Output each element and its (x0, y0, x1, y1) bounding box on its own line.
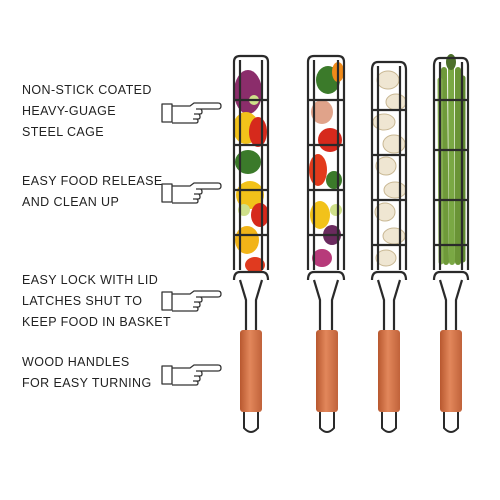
feature-nonstick: NON-STICK COATED HEAVY-GUAGE STEEL CAGE (22, 80, 152, 143)
feature-wood-handles: WOOD HANDLES FOR EASY TURNING (22, 352, 152, 394)
feature-line: FOR EASY TURNING (22, 376, 152, 390)
basket-asparagus (432, 54, 470, 433)
basket-tomato-pepper-zucchini (306, 54, 346, 433)
feature-line: EASY LOCK WITH LID (22, 273, 159, 287)
pointing-hand-icon (161, 102, 222, 124)
asparagus-icon (437, 54, 466, 265)
pointing-hand-icon (161, 290, 222, 312)
feature-line: STEEL CAGE (22, 125, 105, 139)
feature-line: HEAVY-GUAGE (22, 104, 117, 118)
pointing-hand-icon (161, 182, 222, 204)
feature-line: WOOD HANDLES (22, 355, 130, 369)
feature-easy-release: EASY FOOD RELEASE AND CLEAN UP (22, 171, 163, 213)
feature-line: NON-STICK COATED (22, 83, 152, 97)
feature-line: LATCHES SHUT TO (22, 294, 143, 308)
feature-line: KEEP FOOD IN BASKET (22, 315, 172, 329)
feature-line: AND CLEAN UP (22, 195, 120, 209)
basket-mixed-peppers (232, 54, 270, 433)
feature-line: EASY FOOD RELEASE (22, 174, 163, 188)
basket-mushrooms (370, 60, 408, 433)
pointing-hand-icon (161, 364, 222, 386)
feature-easy-lock: EASY LOCK WITH LID LATCHES SHUT TO KEEP … (22, 270, 171, 333)
